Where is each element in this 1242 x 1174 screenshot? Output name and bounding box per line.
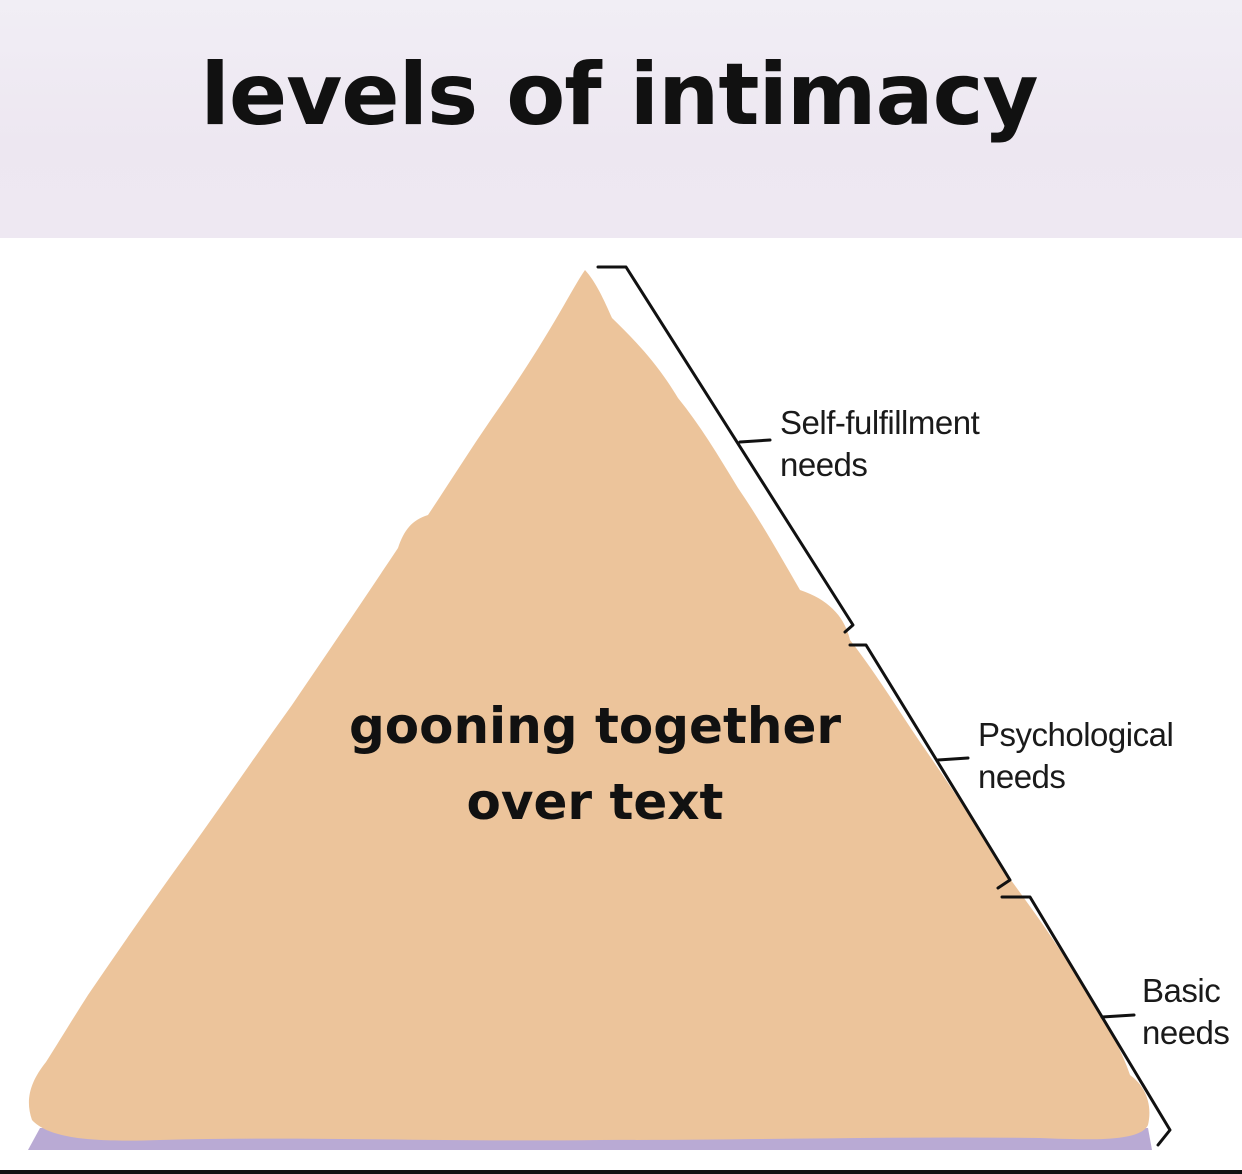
overlay-caption-line-1: gooning together bbox=[348, 697, 842, 755]
label-psychological-needs: Psychological needs bbox=[978, 714, 1174, 798]
bracket-tick-psychological bbox=[936, 756, 970, 762]
header-band bbox=[0, 0, 1242, 238]
label-basic-needs: Basic needs bbox=[1142, 970, 1230, 1054]
label-basic-line-2: needs bbox=[1142, 1014, 1230, 1051]
label-self-fulfillment-line-1: Self-fulfillment bbox=[780, 404, 980, 441]
pyramid-fill bbox=[28, 270, 1150, 1141]
label-psychological-line-1: Psychological bbox=[978, 716, 1174, 753]
bracket-basic bbox=[1000, 895, 1172, 1147]
label-psychological-line-2: needs bbox=[978, 758, 1066, 795]
page-title: levels of intimacy bbox=[200, 45, 1038, 145]
overlay-caption: gooning together over text bbox=[290, 688, 900, 840]
label-basic-line-1: Basic bbox=[1142, 972, 1221, 1009]
bottom-border bbox=[0, 1170, 1242, 1174]
bracket-self-fulfillment bbox=[596, 265, 855, 634]
overlay-caption-line-2: over text bbox=[466, 773, 724, 831]
bracket-tick-basic bbox=[1100, 1013, 1136, 1019]
bracket-psychological bbox=[848, 643, 1012, 890]
label-self-fulfillment-needs: Self-fulfillment needs bbox=[780, 402, 980, 486]
bracket-tick-self-fulfillment bbox=[738, 438, 772, 444]
label-self-fulfillment-line-2: needs bbox=[780, 446, 868, 483]
